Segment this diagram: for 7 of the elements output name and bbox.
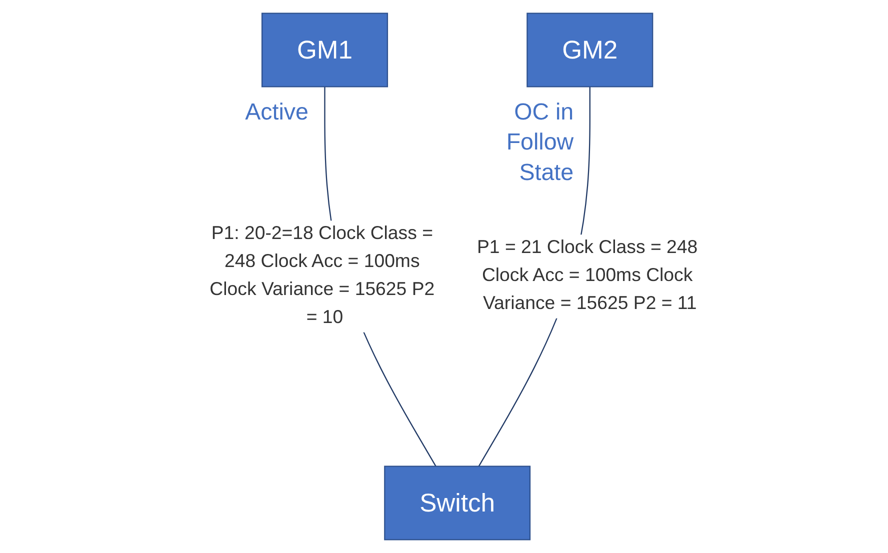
node-box: GM1 xyxy=(261,12,388,88)
state-label: OC in Follow State xyxy=(506,98,574,185)
edge-label: P1 = 21 Clock Class = 248 Clock Acc = 100ms Clock Variance = 15625 P2 = 11 xyxy=(476,238,698,314)
state-label: Active xyxy=(244,98,308,124)
node-box: GM2 xyxy=(526,12,653,88)
node-box: Switch xyxy=(384,466,530,540)
edge-label: P1: 20-2=18 Clock Class = 248 Clock Acc = 100ms Clock Variance = 15625 P2 = 10 xyxy=(209,224,434,328)
